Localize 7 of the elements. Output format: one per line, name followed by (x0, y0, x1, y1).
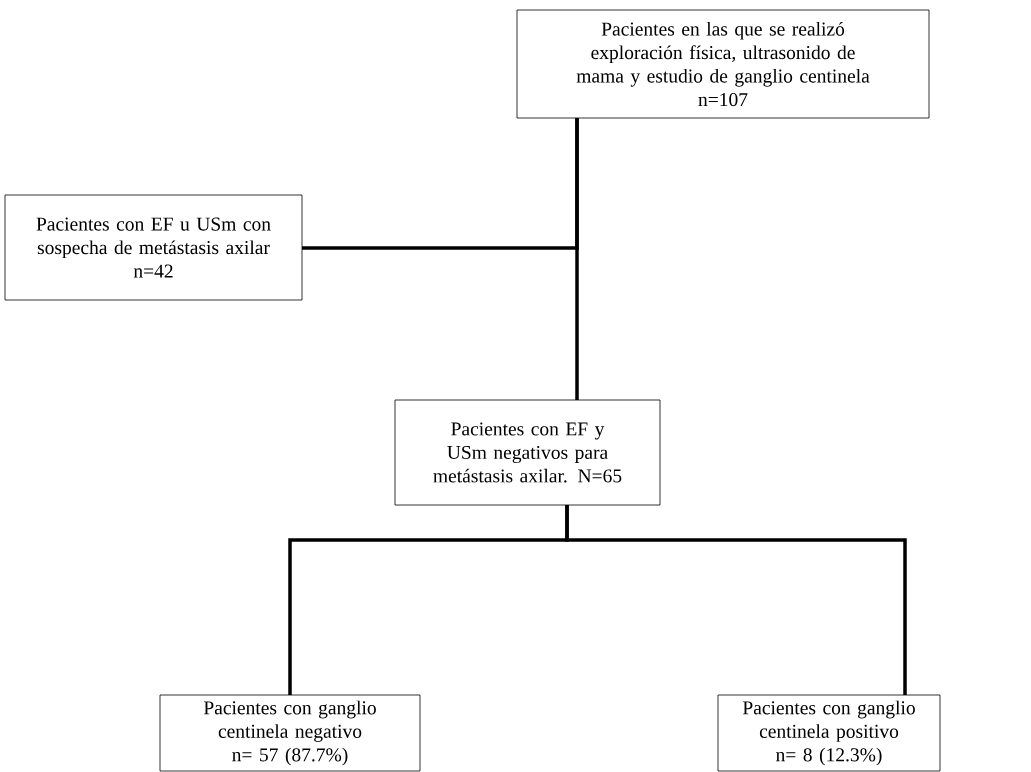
flow-box: Pacientes en las que se realizó exploración física, ultrasonido de mama y estudio de ganglio centinela n=107 (516, 9, 930, 119)
connector-line (565, 505, 907, 695)
flow-box: Pacientes con ganglio centinela positivo n= 8 (12.3%) (717, 694, 941, 772)
connector-line (575, 118, 579, 400)
flow-box: Pacientes con EF u USm con sospecha de metástasis axilar n=42 (4, 194, 303, 301)
flow-box: Pacientes con ganglio centinela negativo n= 57 (87.7%) (159, 694, 421, 772)
flow-box: Pacientes con EF y USm negativos para metástasis axilar. N=65 (394, 399, 661, 506)
